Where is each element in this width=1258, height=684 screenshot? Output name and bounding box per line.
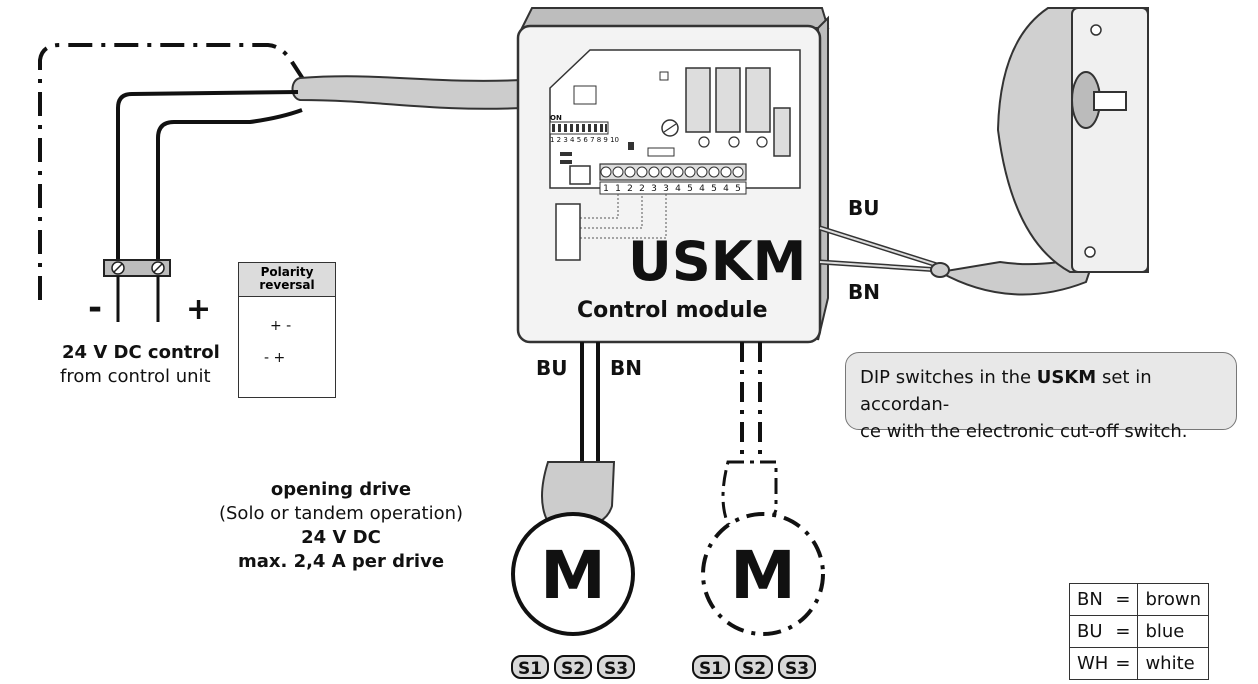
legend-equals: =	[1115, 583, 1139, 616]
terminal-number: 4	[675, 184, 681, 194]
legend-row: BU=blue	[1069, 615, 1210, 648]
power-source: from control unit	[60, 366, 211, 387]
terminal-number: 3	[651, 184, 657, 194]
terminal-number: 1	[615, 184, 621, 194]
size-badge: S1	[699, 659, 723, 679]
terminal-number: 5	[687, 184, 693, 194]
motor-symbol-optional: M	[730, 537, 796, 614]
connector-plug	[555, 203, 581, 261]
relay	[685, 67, 711, 133]
note-prefix: DIP switches in the	[860, 367, 1037, 388]
legend-row: BN=brown	[1069, 583, 1210, 616]
polarity-title-line2: reversal	[259, 278, 315, 292]
terminal-number: 2	[627, 184, 633, 194]
relay	[715, 67, 741, 133]
legend-code: BU	[1069, 615, 1116, 648]
polarity-reversal-box: Polarity reversal	[238, 262, 336, 398]
polarity-state-1: + -	[270, 318, 292, 334]
dip-switch-note: DIP switches in the USKM set in accordan…	[845, 352, 1237, 442]
polarity-title: Polarity reversal	[239, 263, 335, 297]
relay	[773, 107, 791, 157]
module-subtitle: Control module	[577, 298, 768, 323]
legend-row: WH=white	[1069, 647, 1210, 680]
module-title: USKM	[628, 230, 807, 293]
dip-switches	[552, 124, 607, 132]
terminal-screws	[600, 166, 744, 178]
motor-symbol: M	[540, 537, 606, 614]
dotted-connections	[580, 194, 667, 239]
terminal-number: 2	[639, 184, 645, 194]
minus-sign: -	[88, 288, 103, 328]
plus-sign: +	[186, 292, 212, 327]
legend-code: BN	[1069, 583, 1116, 616]
input-cable	[291, 75, 523, 110]
size-badge: S3	[785, 659, 809, 679]
terminal-number: 4	[723, 184, 729, 194]
terminal-number: 4	[699, 184, 705, 194]
size-badge: S1	[518, 659, 542, 679]
drive-line4: max. 2,4 A per drive	[237, 551, 445, 572]
legend-meaning: brown	[1137, 583, 1210, 616]
wire-label-bn-drive: BN	[610, 356, 642, 380]
polarity-title-line1: Polarity	[260, 265, 314, 279]
drive-line1: opening drive	[270, 479, 412, 500]
note-line1-rest: set in accordan-	[860, 367, 1152, 415]
wire-label-bn-switch: BN	[848, 280, 880, 304]
size-badge: S2	[742, 659, 766, 679]
terminal-number: 1	[603, 184, 609, 194]
legend-meaning: blue	[1137, 615, 1210, 648]
legend-equals: =	[1115, 647, 1139, 680]
legend-equals: =	[1115, 615, 1139, 648]
dashdot-loop	[38, 43, 307, 300]
dip-on-label: ON	[550, 114, 562, 122]
motor-circle-optional	[701, 512, 825, 636]
note-line2: ce with the electronic cut-off switch.	[860, 421, 1188, 442]
size-badges-motor-2: S1 S2 S3	[692, 655, 816, 679]
drive-line3: 24 V DC	[301, 527, 381, 548]
drive-line2: (Solo or tandem operation)	[218, 503, 464, 524]
switch-plate	[1071, 7, 1149, 273]
dip-numbers: 1 2 3 4 5 6 7 8 9 10	[550, 136, 619, 144]
wire-label-bu-drive: BU	[536, 356, 568, 380]
legend-meaning: white	[1137, 647, 1210, 680]
note-highlight: USKM	[1036, 367, 1097, 388]
wire-minus	[116, 90, 299, 268]
polarity-state-2: - +	[264, 350, 286, 366]
ic-chip	[569, 165, 591, 185]
wire-label-bu-switch: BU	[848, 196, 880, 220]
terminal-number: 3	[663, 184, 669, 194]
terminal-number: 5	[735, 184, 741, 194]
terminal-number: 5	[711, 184, 717, 194]
power-title: 24 V DC control	[62, 342, 220, 363]
drive-description: opening drive (Solo or tandem operation)…	[196, 478, 486, 574]
size-badge: S2	[561, 659, 585, 679]
size-badge: S3	[604, 659, 628, 679]
legend-code: WH	[1069, 647, 1116, 680]
size-badges-motor-1: S1 S2 S3	[511, 655, 635, 679]
relay	[745, 67, 771, 133]
motor-circle	[511, 512, 635, 636]
wire-plus	[156, 108, 303, 268]
switch-shaft	[1093, 91, 1127, 111]
